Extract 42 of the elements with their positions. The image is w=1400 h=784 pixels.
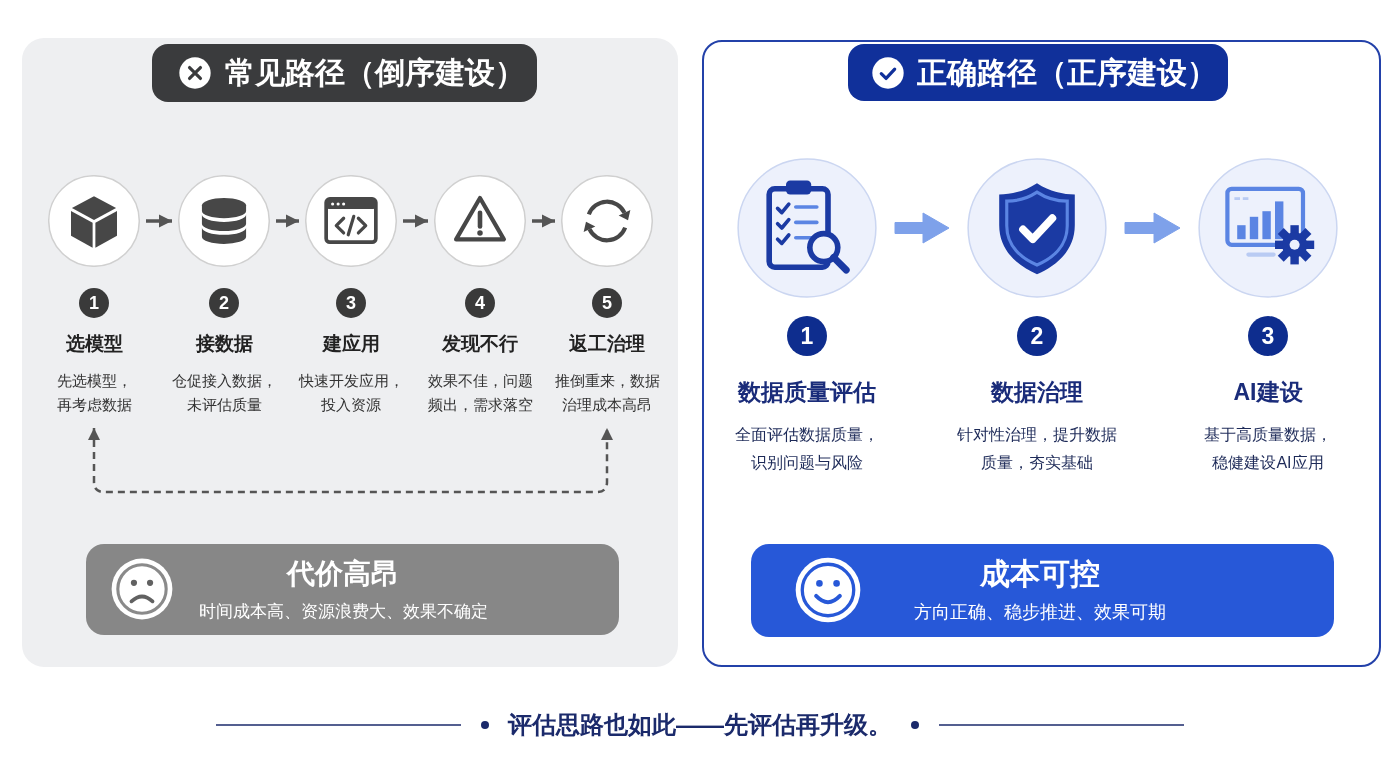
step-number: 2: [1017, 316, 1057, 356]
step-title: 发现不行: [442, 332, 518, 356]
arrow: [894, 212, 950, 244]
step-description: 仓促接入数据，未评估质量: [171, 372, 277, 415]
step-title: 数据质量评估: [738, 378, 876, 407]
summary-box: [86, 544, 619, 635]
step-number: 1: [787, 316, 827, 356]
dashed-arrow: [88, 428, 613, 494]
step-number: 5: [592, 288, 622, 318]
step-description: 效果不佳，问题频出，需求落空: [427, 372, 533, 415]
step-description: 全面评估数据质量，识别问题与风险: [734, 425, 880, 473]
arrow: [1124, 212, 1181, 244]
step-title: 返工治理: [569, 332, 645, 356]
step-number: 1: [79, 288, 109, 318]
panel-title: 正确路径（正序建设）: [917, 54, 1217, 91]
summary-title: 成本可控: [980, 556, 1100, 592]
step-number: 4: [465, 288, 495, 318]
step-description: 推倒重来，数据治理成本高昂: [554, 372, 660, 415]
arrow: [276, 214, 299, 228]
panel: [702, 40, 1381, 667]
summary-title: 代价高昂: [287, 557, 399, 591]
step-description: 基于高质量数据，稳健建设AI应用: [1203, 425, 1333, 473]
step-description: 先选模型，再考虑数据: [55, 372, 133, 415]
summary-text: 方向正确、稳步推进、效果可期: [914, 601, 1166, 624]
step-title: 选模型: [65, 332, 123, 356]
step-number: 2: [209, 288, 239, 318]
panel-title: 常见路径（倒序建设）: [225, 55, 525, 91]
arrow: [146, 214, 172, 228]
step-number: 3: [1248, 316, 1288, 356]
step-description: 快速开发应用，投入资源: [298, 372, 404, 415]
arrow: [403, 214, 428, 228]
step-title: 建应用: [322, 332, 380, 356]
footer-text: 评估思路也如此——先评估再升级。: [508, 710, 892, 740]
step-number: 3: [336, 288, 366, 318]
summary-text: 时间成本高、资源浪费大、效果不确定: [198, 601, 488, 623]
panel: [22, 38, 678, 667]
summary-box: [751, 544, 1334, 637]
step-description: 针对性治理，提升数据质量，夯实基础: [956, 425, 1118, 473]
step-title: AI建设: [1233, 378, 1303, 407]
step-title: 接数据: [195, 332, 253, 356]
arrow: [532, 214, 555, 228]
step-title: 数据治理: [991, 378, 1083, 407]
